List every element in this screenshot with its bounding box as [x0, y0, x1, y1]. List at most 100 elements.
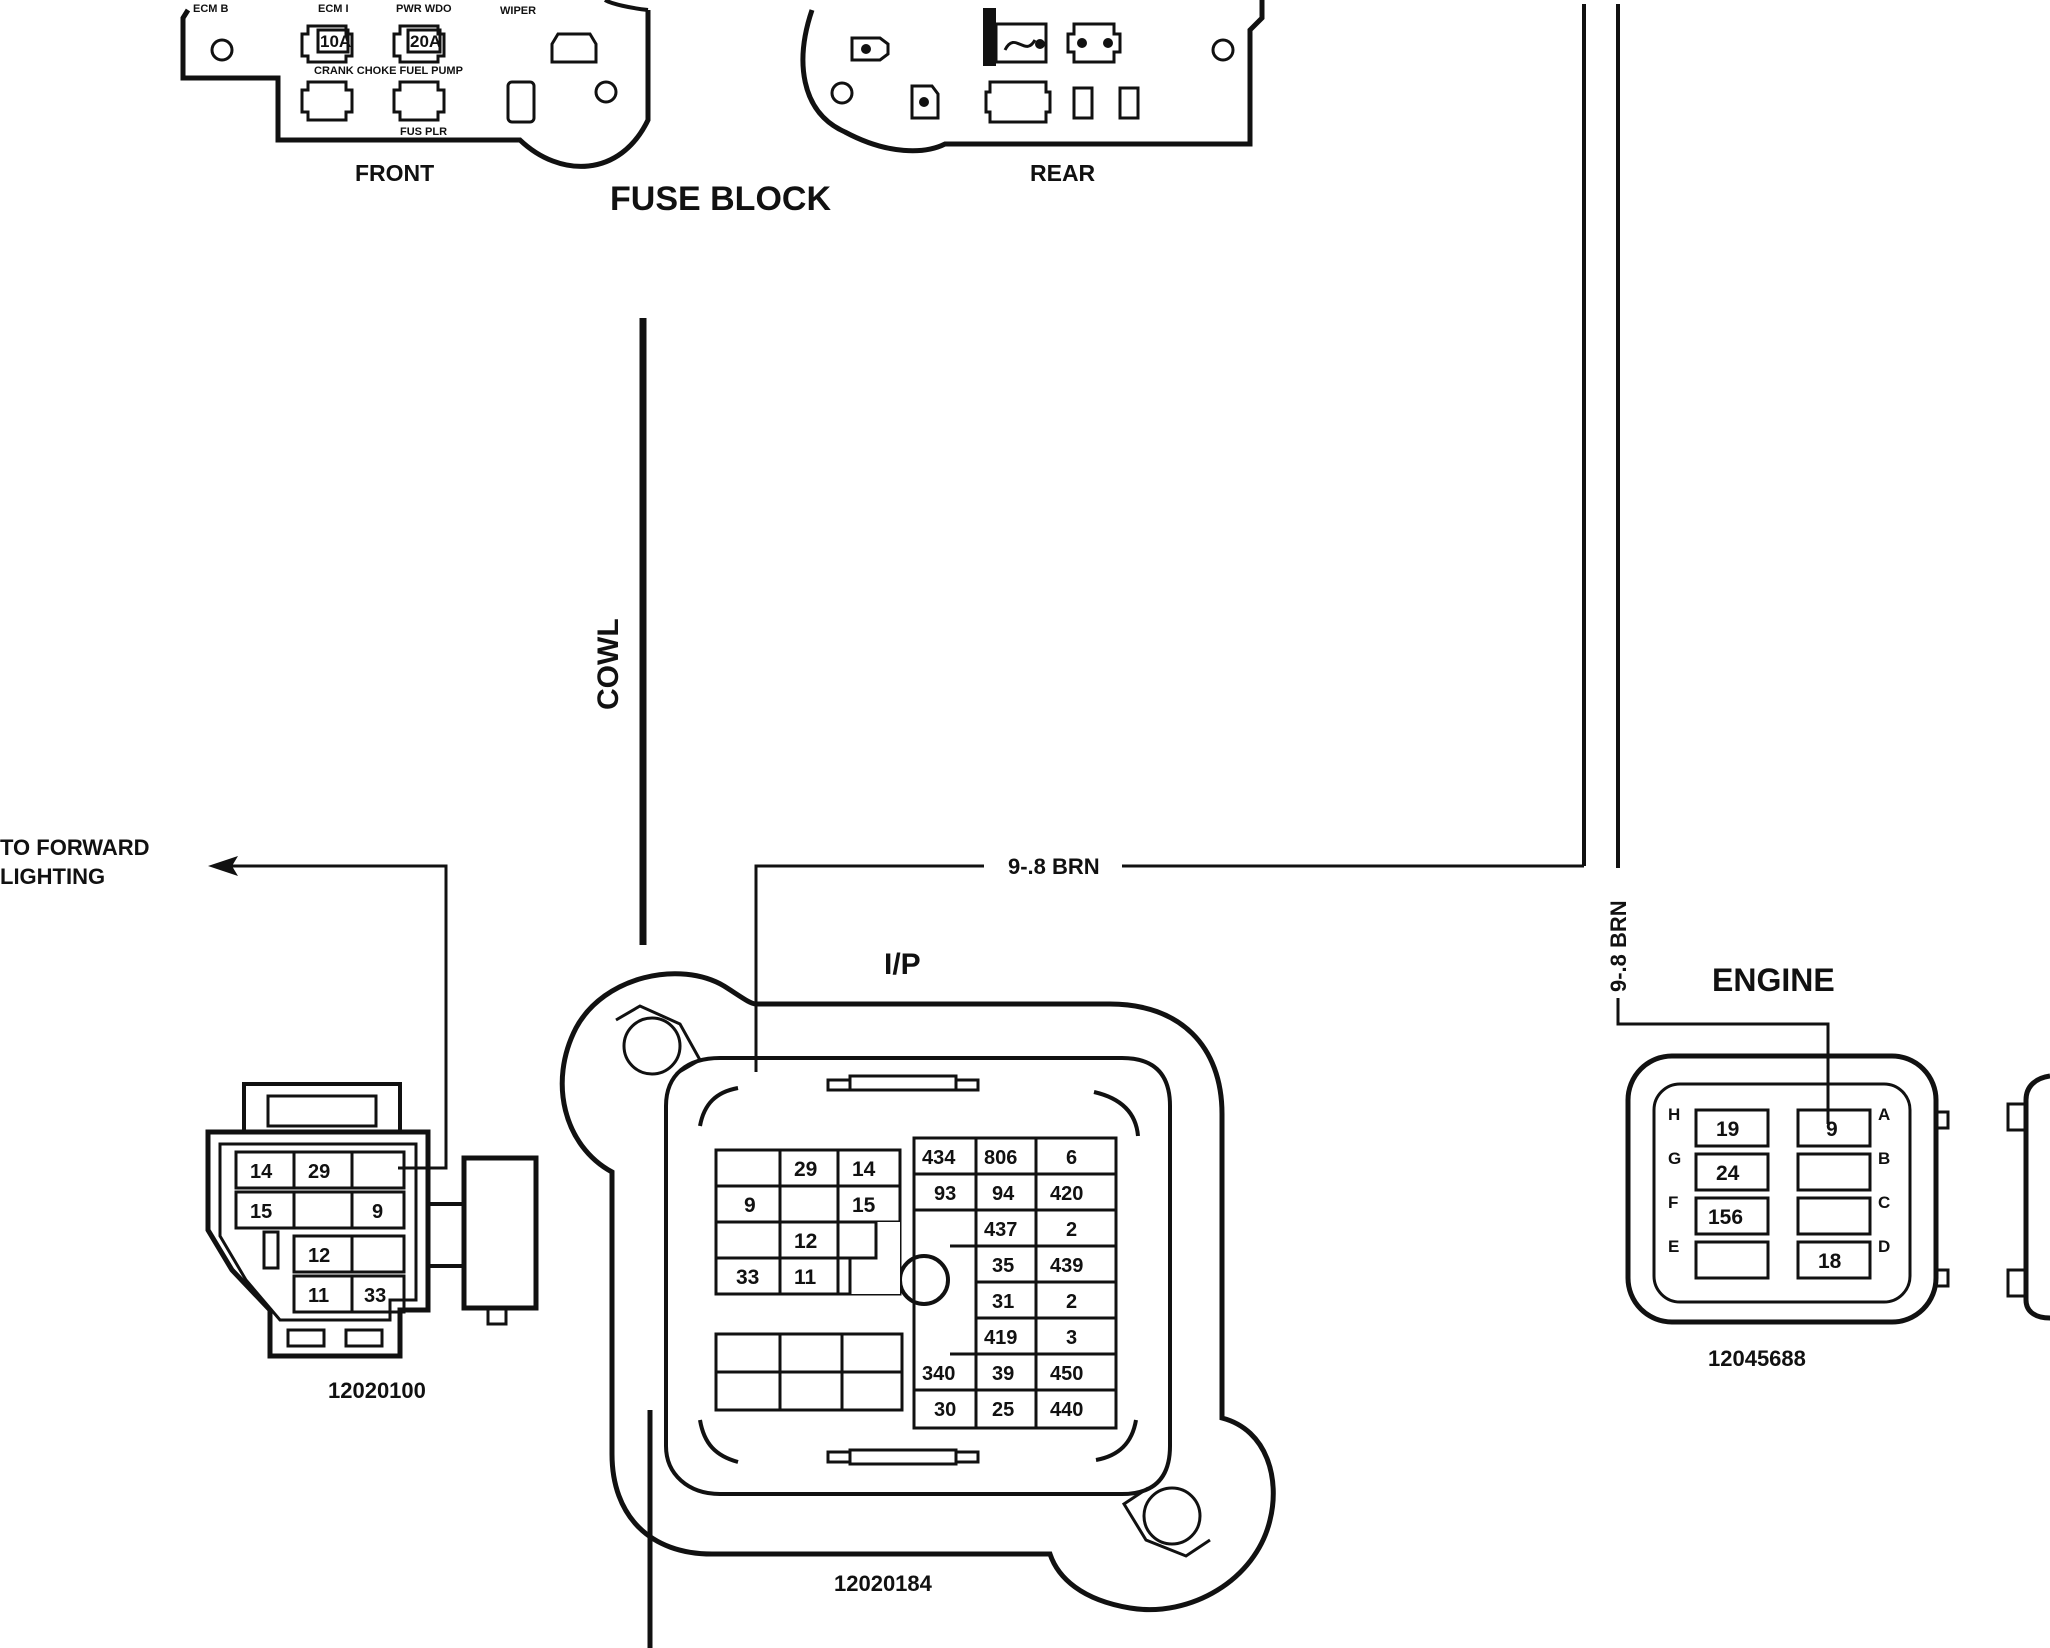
engine-cell-c [1796, 1196, 1872, 1236]
ip-right-cell-450: 450 [1050, 1363, 1083, 1385]
connector-12020184: 29 14 9 15 12 33 11 434 806 6 93 94 420 … [559, 948, 1276, 1613]
left-cell-1-label: 14 [250, 1161, 273, 1183]
engine-letter-h: H [1668, 1105, 1680, 1124]
harness-lines: 9-.8 BRN 9-.8 BRN COWL TO FORWARD LIGHTI… [0, 4, 1830, 1648]
to-forward-lighting-line2: LIGHTING [0, 864, 105, 889]
to-forward-lighting-line1: TO FORWARD [0, 835, 150, 860]
ip-right-cell-2a: 2 [1066, 1219, 1077, 1241]
engine-cell-b [1796, 1152, 1872, 1192]
connector-12020100: 14 29 15 9 12 11 33 12020100 [205, 1082, 539, 1403]
engine-cell-h-value: 19 [1716, 1118, 1739, 1141]
fuse-ecmb-label: ECM B [193, 3, 229, 15]
partial-connector-edge [2023, 1073, 2050, 1321]
ip-right-cell-93: 93 [934, 1183, 956, 1205]
ip-left-cell-29: 29 [794, 1158, 817, 1181]
fuse-block-rear: REAR [800, 0, 1265, 186]
engine-cell-g-value: 24 [1716, 1162, 1740, 1185]
ip-connector-outer-shell [559, 971, 1276, 1613]
fuse-slot-small [506, 80, 536, 124]
connector-ip-part-number: 12020184 [834, 1571, 933, 1596]
rear-fuse-b [1066, 22, 1122, 64]
wire-9-brn-engine [1616, 998, 1830, 1124]
ip-left-cell-9: 9 [744, 1194, 756, 1217]
engine-label: ENGINE [1712, 962, 1835, 998]
engine-letter-d: D [1878, 1237, 1890, 1256]
fuse-block-rear-label: REAR [1030, 160, 1096, 186]
left-cell-9 [350, 1274, 406, 1314]
engine-cell-f [1694, 1196, 1770, 1236]
ip-right-cell-440: 440 [1050, 1399, 1083, 1421]
ip-left-cell-12: 12 [794, 1230, 817, 1253]
ip-right-cell-31: 31 [992, 1291, 1014, 1313]
ip-right-cell-30: 30 [934, 1399, 956, 1421]
ip-left-cell-11: 11 [794, 1266, 817, 1289]
left-cell-2-label: 29 [308, 1161, 330, 1183]
engine-letter-e: E [1668, 1237, 1679, 1256]
engine-cell-a [1796, 1108, 1872, 1148]
fuse-block-front-label: FRONT [355, 160, 434, 186]
ip-right-cell-2b: 2 [1066, 1291, 1077, 1313]
wire-to-forward-lighting [228, 864, 448, 1170]
connector-left-body [205, 1129, 431, 1359]
left-cell-5 [350, 1190, 406, 1230]
connector-12045688: 19 24 156 9 18 H G F E A B C D ENGINE 12… [1625, 962, 1950, 1371]
ip-right-cell-419: 419 [984, 1327, 1017, 1349]
engine-cell-d [1796, 1240, 1872, 1280]
rear-fuse-c [984, 80, 1052, 124]
engine-cell-d-value: 18 [1818, 1250, 1842, 1273]
fuse-pwr-wdo-rating: 20A [410, 32, 441, 51]
fuse-pwr-wdo-outline [392, 24, 446, 64]
cowl-label: COWL [592, 618, 625, 710]
wire-label-vertical: 9-.8 BRN [1606, 900, 1631, 992]
ip-right-cell-39: 39 [992, 1363, 1014, 1385]
rear-fuse-a [994, 22, 1048, 64]
ip-right-cell-806: 806 [984, 1147, 1017, 1169]
ip-latch-bottom-right [1142, 1486, 1202, 1546]
engine-cell-h [1694, 1108, 1770, 1148]
wire-label-horizontal: 9-.8 BRN [1008, 854, 1100, 879]
connector-engine-part-number: 12045688 [1708, 1346, 1806, 1371]
engine-connector-inner [1652, 1082, 1912, 1304]
ip-right-cell-340: 340 [922, 1363, 955, 1385]
ip-right-cell-437: 437 [984, 1219, 1017, 1241]
rear-socket-1 [850, 36, 890, 62]
left-cell-6-label: 12 [308, 1245, 330, 1267]
ip-left-cell-33: 33 [736, 1266, 759, 1289]
fuse-ecmi-label: ECM I [318, 3, 349, 15]
ip-latch-top-left [622, 1016, 682, 1076]
fuse-ecmi-rating: 10A [320, 32, 351, 51]
fuse-ecmi-rating-box [316, 28, 350, 54]
engine-letter-a: A [1878, 1105, 1890, 1124]
rear-socket-2 [910, 84, 940, 120]
left-cell-3 [350, 1150, 406, 1190]
fuse-wiper-label: WIPER [500, 5, 536, 17]
left-cell-9-label: 33 [364, 1285, 386, 1307]
ip-right-cell-94: 94 [992, 1183, 1015, 1205]
engine-letter-c: C [1878, 1193, 1890, 1212]
fuse-wiper-socket [550, 32, 598, 64]
engine-cell-e [1694, 1240, 1770, 1280]
ip-label: I/P [884, 948, 921, 981]
fuse-pwr-wdo-rating-box [406, 28, 442, 54]
forward-lighting-arrow-icon [208, 856, 238, 876]
fuse-crank-choke-fuel-pump-label: CRANK CHOKE FUEL PUMP [314, 65, 463, 77]
ip-right-cell-434: 434 [922, 1147, 956, 1169]
left-cell-5-label: 9 [372, 1201, 383, 1223]
engine-letter-b: B [1878, 1149, 1890, 1168]
fuse-block-front: ECM B ECM I 10A PWR WDO 20A WIPER CRANK … [180, 0, 651, 186]
connector-left-part-number: 12020100 [328, 1378, 426, 1403]
ip-right-cell-3: 3 [1066, 1327, 1077, 1349]
engine-letter-f: F [1668, 1193, 1678, 1212]
fuse-fuel-pump-outline [392, 80, 446, 122]
ip-left-cell-15: 15 [852, 1194, 876, 1217]
engine-letter-g: G [1668, 1149, 1681, 1168]
ip-right-cell-439: 439 [1050, 1255, 1083, 1277]
left-cell-4-label: 15 [250, 1201, 272, 1223]
fuse-pwr-wdo-label: PWR WDO [396, 3, 452, 15]
ip-connector-inner-shell [664, 1056, 1172, 1496]
left-cell-7 [350, 1234, 406, 1274]
rear-slot-2 [1118, 86, 1140, 120]
rear-slot-1 [1072, 86, 1094, 120]
